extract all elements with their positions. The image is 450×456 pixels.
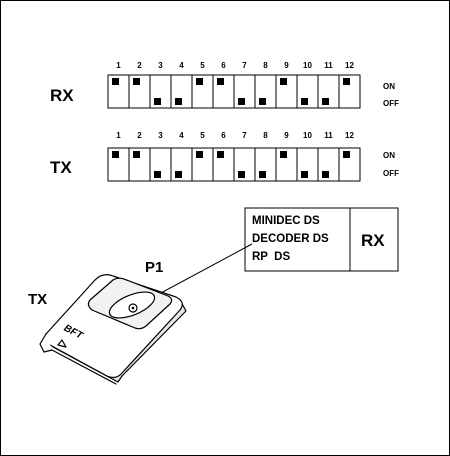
tx-position-number: 12 bbox=[345, 131, 354, 140]
rx-row-label: RX bbox=[50, 86, 74, 105]
tx-switch-12-on bbox=[343, 151, 350, 158]
triangle-mark bbox=[57, 339, 67, 348]
button-label: P1 bbox=[145, 259, 163, 276]
tx-position-number: 9 bbox=[284, 131, 289, 140]
remote-key-ring bbox=[39, 333, 53, 353]
tx-switch-5-on bbox=[196, 151, 203, 158]
tx-switch-2-on bbox=[133, 151, 140, 158]
tx-switch-10-off bbox=[301, 171, 308, 178]
rx-switch-4-off bbox=[175, 98, 182, 105]
receiver-model-3: RP DS bbox=[252, 251, 290, 263]
remote-control-illustration bbox=[39, 274, 187, 385]
tx-switches bbox=[112, 148, 350, 181]
tx-on-label: ON bbox=[383, 151, 395, 160]
tx-switch-11-off bbox=[322, 171, 329, 178]
tx-position-number: 1 bbox=[116, 131, 121, 140]
receiver-box: MINIDEC DS DECODER DS RP DS RX bbox=[244, 207, 399, 272]
remote-label: TX bbox=[28, 291, 47, 308]
rx-switch-5-on bbox=[196, 78, 203, 85]
rx-position-number: 4 bbox=[179, 61, 184, 70]
tx-position-number: 8 bbox=[263, 131, 268, 140]
receiver-tag: RX bbox=[361, 231, 385, 250]
rx-switch-7-off bbox=[238, 98, 245, 105]
rx-position-number: 9 bbox=[284, 61, 289, 70]
tx-position-number: 6 bbox=[221, 131, 226, 140]
tx-off-label: OFF bbox=[383, 169, 399, 178]
rx-switches bbox=[112, 75, 350, 108]
receiver-box-outline bbox=[244, 207, 399, 272]
rx-on-label: ON bbox=[383, 82, 395, 91]
tx-position-number: 4 bbox=[179, 131, 184, 140]
rx-off-label: OFF bbox=[383, 99, 399, 108]
rx-switch-1-on bbox=[112, 78, 119, 85]
rx-switch-10-off bbox=[301, 98, 308, 105]
tx-switch-9-on bbox=[280, 151, 287, 158]
rx-position-number: 8 bbox=[263, 61, 268, 70]
rx-switch-12-on bbox=[343, 78, 350, 85]
rx-position-number: 10 bbox=[303, 61, 312, 70]
receiver-model-1: MINIDEC DS bbox=[252, 215, 320, 227]
tx-switch-1-on bbox=[112, 151, 119, 158]
tx-position-number: 10 bbox=[303, 131, 312, 140]
rx-position-number: 11 bbox=[324, 61, 333, 70]
tx-switch-6-on bbox=[217, 151, 224, 158]
rx-switch-9-on bbox=[280, 78, 287, 85]
rx-switch-2-on bbox=[133, 78, 140, 85]
tx-switch-3-off bbox=[154, 171, 161, 178]
rx-position-number: 1 bbox=[116, 61, 121, 70]
rx-switch-3-off bbox=[154, 98, 161, 105]
remote-button-center bbox=[131, 306, 135, 310]
rx-position-number: 3 bbox=[158, 61, 163, 70]
tx-position-number: 2 bbox=[137, 131, 142, 140]
tx-row-label: TX bbox=[50, 158, 72, 177]
rx-position-number: 12 bbox=[345, 61, 354, 70]
rx-position-number: 7 bbox=[242, 61, 247, 70]
tx-position-number: 11 bbox=[324, 131, 333, 140]
tx-position-number: 3 bbox=[158, 131, 163, 140]
tx-switch-7-off bbox=[238, 171, 245, 178]
rx-position-number: 6 bbox=[221, 61, 226, 70]
receiver-model-2: DECODER DS bbox=[252, 233, 329, 245]
rx-switch-11-off bbox=[322, 98, 329, 105]
tx-switch-4-off bbox=[175, 171, 182, 178]
tx-position-number: 5 bbox=[200, 131, 205, 140]
rx-switch-6-on bbox=[217, 78, 224, 85]
tx-switch-8-off bbox=[259, 171, 266, 178]
tx-position-number: 7 bbox=[242, 131, 247, 140]
rx-position-number: 5 bbox=[200, 61, 205, 70]
rx-switch-8-off bbox=[259, 98, 266, 105]
rx-position-number: 2 bbox=[137, 61, 142, 70]
remote-bottom-edge bbox=[51, 349, 117, 385]
